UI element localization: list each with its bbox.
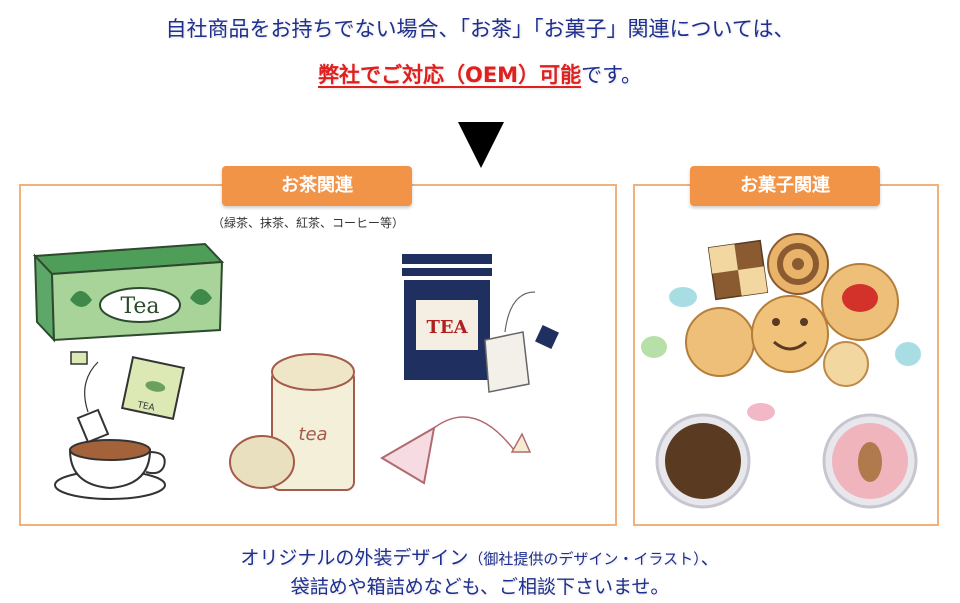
tea-packet-label: TEA [135,400,156,414]
tea-box-label: Tea [120,294,159,319]
headline-line-2: 弊社でご対応（OEM）可能です。 [0,59,960,89]
tea-cup-illustration [54,361,166,500]
tab-tea: お茶関連 [222,166,412,206]
footer-line-2: 袋詰めや箱詰めなども、ご相談下さいませ。 [0,572,960,599]
tea-section-title: お茶関連 [281,175,353,196]
cookies-illustration [641,233,921,421]
canister-label: tea [298,424,327,445]
tea-box-illustration: Tea [32,242,225,343]
pyramid-tea-bag-illustration [380,416,532,485]
down-arrow-icon [458,122,504,168]
headline-line-1: 自社商品をお持ちでない場合、「お茶」「お菓子」関連については、 [0,13,960,43]
tin-label: TEA [426,317,468,338]
footer-end-1: 、 [700,547,720,569]
sweets-section-title: お菓子関連 [740,175,830,196]
navy-tea-tin-illustration: TEA [402,254,492,380]
headline-text-2-end: です。 [581,63,642,87]
footer-main-1: オリジナルの外装デザイン [240,547,469,569]
headline-text-1: 自社商品をお持ちでない場合、「お茶」「お菓子」関連については、 [165,17,795,41]
oem-highlight: 弊社でご対応（OEM）可能 [317,63,582,87]
footer-line-1: オリジナルの外装デザイン（御社提供のデザイン・イラスト）、 [0,543,960,570]
tea-packet-illustration: TEA [70,351,186,421]
cupcakes-illustration [655,413,918,509]
footer-main-2: 袋詰めや箱詰めなども、ご相談下さいませ。 [290,576,670,598]
tab-sweets: お菓子関連 [690,166,880,206]
footer-small-note: （御社提供のデザイン・イラスト） [468,550,701,568]
tea-bag-illustration [484,291,559,393]
tea-types-note: （緑茶、抹茶、紅茶、コーヒー等） [212,216,405,230]
tea-canister-illustration: tea [229,353,355,491]
